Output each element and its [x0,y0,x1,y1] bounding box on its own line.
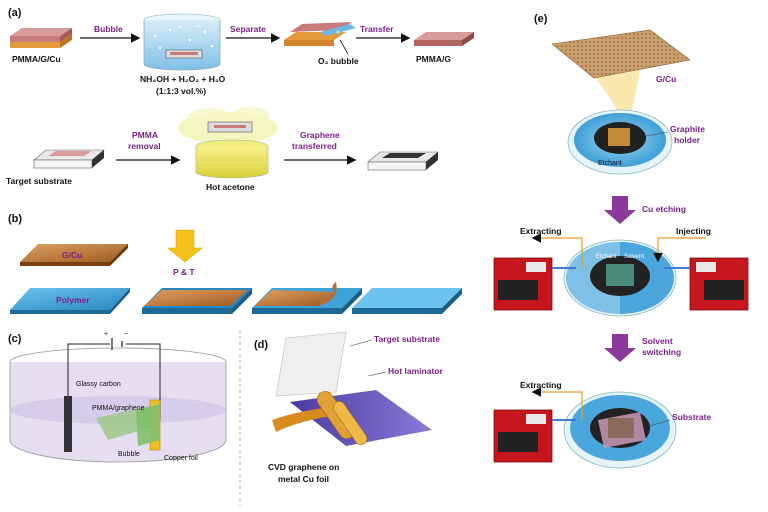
separating-stack [284,22,356,46]
solution-ratio-label: (1:1:3 vol.%) [156,86,206,96]
etchant-label: Etchant [598,160,622,167]
panel-e-label: (e) [534,13,548,25]
o2-bubble-label: O₂ bubble [318,56,359,66]
panel-d: (d) Target substrate Hot laminator CVD g… [254,331,443,484]
glassy-carbon-label: Glassy carbon [76,381,121,388]
graphite-holder-label-1: Graphite [670,124,705,134]
polymer-label: Polymer [56,295,90,305]
laminated-stack [142,288,252,314]
cvd-graphene-label-1: CVD graphene on [268,462,339,472]
panel-c: (c) + − Glassy carbon PMMA/graphene Bubb… [8,331,227,463]
solution-label: NH₄OH + H₂O₂ + H₂O [140,74,226,84]
copper-foil-label: Copper foil [164,455,198,462]
extracting-label: Extracting [520,226,562,236]
panel-a-label: (a) [8,7,22,19]
arrow-cu-etching [604,196,636,224]
switching-setup [493,233,749,317]
panel-e: (e) G/Cu Etchant Graphite holder Cu etch… [493,13,749,469]
pmma-graphene-film [96,399,161,451]
hot-acetone-label: Hot acetone [206,182,255,192]
graphene-on-substrate [367,151,439,171]
circuit-wires [67,338,161,420]
graphite-holder-label-2: holder [674,135,701,145]
solvent-half-label: Solvent [624,254,644,260]
cu-etching-label: Cu etching [642,204,686,214]
panel-d-label: (d) [254,339,268,351]
pmma-graphene-label: PMMA/graphene [92,405,145,412]
pt-label: P & T [173,267,195,277]
polymer-sheet [10,288,130,314]
substrate-setup [493,387,677,469]
glassy-carbon-electrode [64,396,72,452]
panel-b: (b) G/Cu Polymer P & T [8,213,462,314]
laminator-pointer [367,371,387,377]
etchant-half-label: Etchant [596,254,617,260]
plus-sign: + [104,331,108,338]
lamination-setup [272,331,432,446]
hot-laminator-label: Hot laminator [388,366,443,376]
pmma-g-cu-stack [10,28,72,48]
step-separate-label: Separate [230,24,266,34]
target-substrate-d-label: Target substrate [374,334,440,344]
minus-sign: − [124,331,128,338]
pmma-removal-label-2: removal [128,141,161,151]
graphene-transferred-label-1: Graphene [300,130,340,140]
panel-c-label: (c) [8,333,22,345]
pt-arrow [167,229,203,263]
hot-acetone-beaker [178,107,278,179]
extracting-2-label: Extracting [520,380,562,390]
pmma-removal-label-1: PMMA [132,130,158,140]
step-bubble-label: Bubble [94,24,123,34]
peeling-stack [252,282,362,314]
target-substrate-label: Target substrate [6,176,72,186]
pmma-g-stack [414,32,474,46]
arrow-solvent-switching [604,334,636,362]
beaker [143,13,221,71]
target-substrate-block [33,149,105,169]
substrate-label: Substrate [672,412,711,422]
step-transfer-label: Transfer [360,24,394,34]
gcu-e-label: G/Cu [656,74,676,84]
panel-b-label: (b) [8,213,22,225]
panel-a: (a) PMMA/G/Cu Bubble NH₄OH + H₂O₂ + H₂O … [6,7,474,192]
pmma-g-cu-label: PMMA/G/Cu [12,54,61,64]
g-cu-sheet [20,244,128,266]
transferred-polymer [352,288,462,314]
solvent-switching-label-1: Solvent [642,336,673,346]
etching-dish [567,109,673,175]
pmma-g-label: PMMA/G [416,54,451,64]
bubble-label: Bubble [118,451,140,458]
target-pointer [349,339,373,347]
solvent-switching-label-2: switching [642,347,681,357]
g-cu-label: G/Cu [62,250,82,260]
holder-pointer [645,131,669,137]
injecting-label: Injecting [676,226,711,236]
cvd-graphene-label-2: metal Cu foil [278,474,329,484]
graphene-transferred-label-2: transferred [292,141,337,151]
o2-pointer [339,39,349,55]
